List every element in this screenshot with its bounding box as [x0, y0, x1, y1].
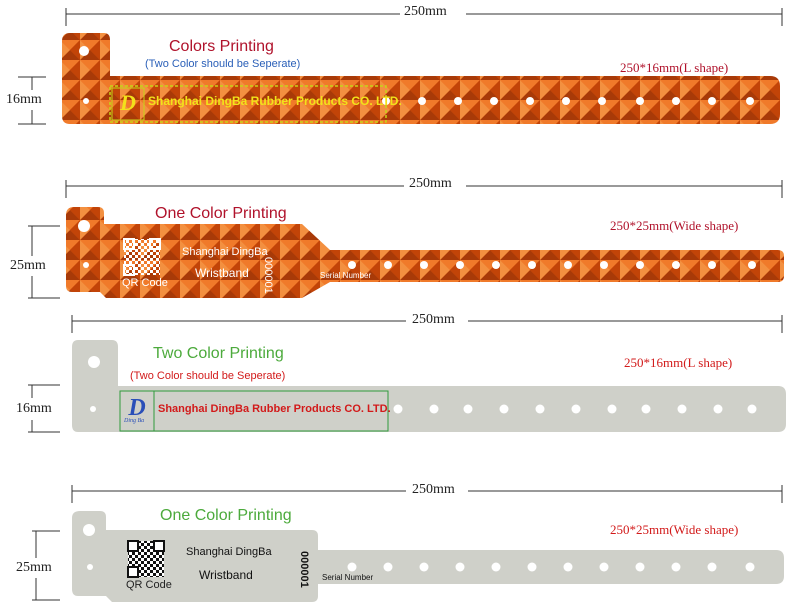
svg-text:D: D — [127, 395, 145, 421]
band3-subtitle: (Two Color should be Seperate) — [130, 370, 286, 382]
band2-wristband — [66, 207, 784, 298]
band2-height-label: 25mm — [10, 258, 46, 273]
band2-serial-label: Serial Number — [320, 271, 372, 280]
band2-size-label: 250*25mm(Wide shape) — [610, 218, 739, 233]
band4-line2: Wristband — [199, 568, 253, 582]
band4-width-label: 250mm — [412, 482, 455, 497]
band1-width-label: 250mm — [404, 4, 447, 19]
band2-title: One Color Printing — [155, 205, 287, 222]
band3-logo-text: Ding Ba — [124, 418, 145, 424]
band4-title: One Color Printing — [160, 507, 292, 524]
svg-text:D: D — [119, 90, 136, 115]
band4-serial: 000001 — [298, 551, 310, 588]
band2-line2: Wristband — [195, 266, 249, 280]
band2-qr-label: QR Code — [122, 277, 168, 289]
band1-size-label: 250*16mm(L shape) — [620, 60, 729, 75]
band3-width-label: 250mm — [412, 312, 455, 327]
band1-height-label: 16mm — [6, 92, 42, 107]
band1-wristband: D — [62, 33, 780, 124]
band3-wristband: D — [72, 340, 786, 432]
band4-serial-label: Serial Number — [322, 573, 374, 582]
band4-height-label: 25mm — [16, 560, 52, 575]
band1-company-text: Shanghai DingBa Rubber Products CO. LTD. — [148, 94, 402, 108]
band3-title: Two Color Printing — [153, 345, 284, 362]
band2-line1: Shanghai DingBa — [182, 246, 268, 258]
band2-width-label: 250mm — [409, 176, 452, 191]
band1-subtitle: (Two Color should be Seperate) — [145, 58, 301, 70]
band3-size-label: 250*16mm(L shape) — [624, 355, 733, 370]
band1-title: Colors Printing — [169, 38, 274, 55]
band3-height-label: 16mm — [16, 401, 52, 416]
band4-size-label: 250*25mm(Wide shape) — [610, 522, 739, 537]
band3-company-text: Shanghai DingBa Rubber Products CO. LTD. — [158, 403, 391, 415]
band4-line1: Shanghai DingBa — [186, 546, 272, 558]
band4-qr-label: QR Code — [126, 579, 172, 591]
